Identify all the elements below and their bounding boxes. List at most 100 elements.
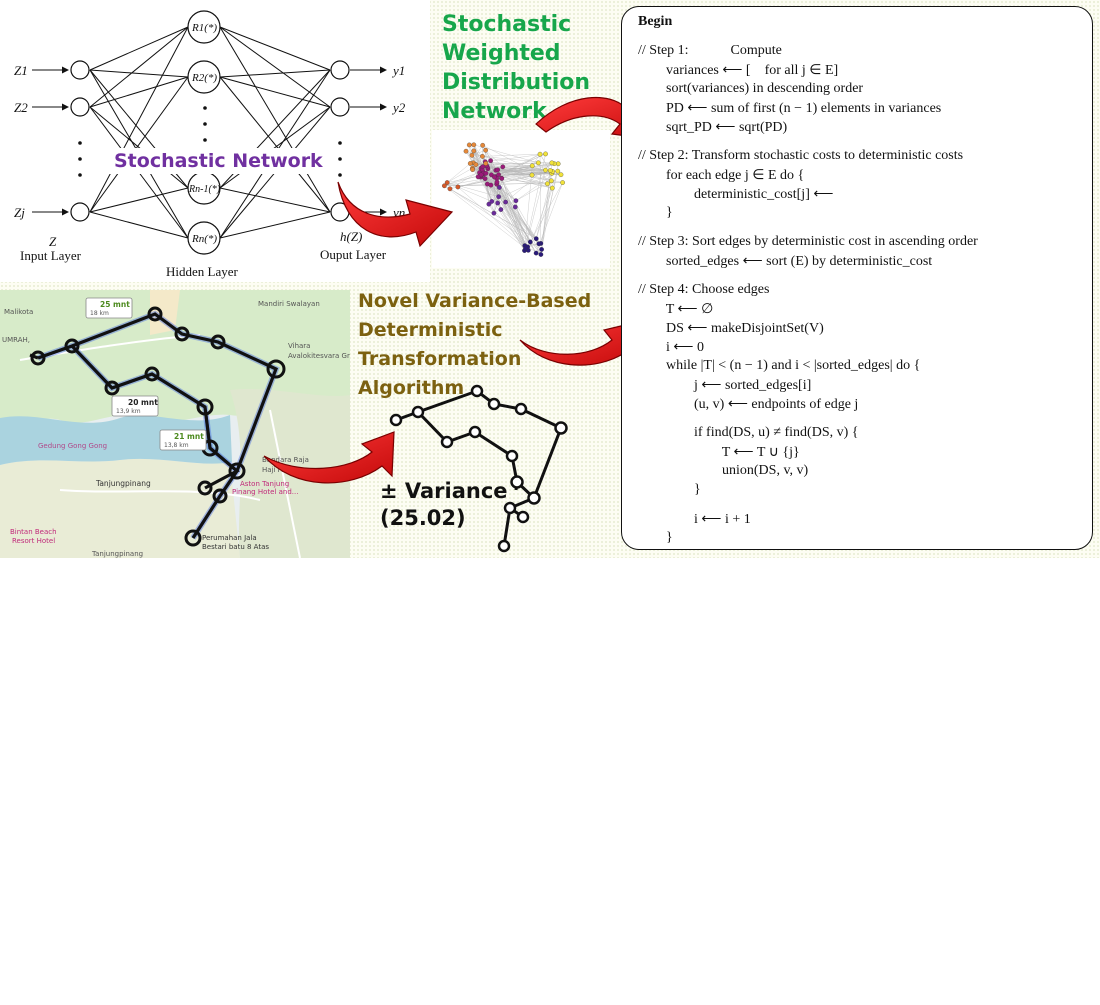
route-distance: 18 km [90,310,109,317]
output-node [330,97,350,117]
hidden-label: Rn-1(*) [188,184,221,195]
red-arrow-icon [337,181,454,248]
algorithm-line: T ⟵ ∅ [638,302,714,317]
graph-node [538,252,544,257]
route-time: 25 mnt [100,300,130,309]
stochastic-weighted-title: Stochastic Weighted Distribution Network [442,10,590,126]
title-line: Weighted [442,41,561,66]
input-label: Z2 [14,100,28,115]
title-line: Deterministic [358,319,503,341]
title-line: Transformation [358,348,522,370]
output-caption: h(Z) [340,229,362,244]
algorithm-line: union(DS, v, v) [638,463,809,478]
input-node [70,60,90,80]
graph-node [536,241,542,247]
weighted-network-graph [432,130,610,268]
map-label: UMRAH, [2,336,30,344]
graph-node [495,200,501,206]
graph-node [543,167,548,173]
graph-node [549,185,555,191]
graph-node [483,161,489,166]
red-arrow-icon [263,431,395,484]
route-time: 21 mnt [174,432,204,441]
title-line: Stochastic [442,12,572,37]
input-node [70,97,90,117]
algorithm-line: } [638,482,701,497]
input-node [70,202,90,222]
graph-node [496,194,502,200]
route-map-svg: 25 mnt 20 mnt 21 mnt 18 km 13,9 km 13,8 … [0,290,350,558]
algorithm-line: T ⟵ T ∪ {j} [638,445,800,460]
algorithm-line: if find(DS, u) ≠ find(DS, v) { [638,425,859,440]
graph-node [500,164,506,170]
graph-node [471,148,477,154]
algorithm-begin: Begin [638,14,673,29]
graph-node [447,186,453,192]
output-node [330,60,350,80]
map-label: Tanjungpinang [95,479,151,488]
graph-node [555,168,561,174]
map-label: Malikota [4,308,33,316]
graph-node [527,239,533,245]
graph-node [549,160,555,166]
stochastic-network-label: Stochastic Network [104,148,333,174]
graph-node [469,152,475,158]
route-distance: 13,9 km [116,408,141,415]
hidden-label: R2(*) [191,72,217,84]
graph-node [444,180,450,185]
map-label: Aston Tanjung [240,480,289,488]
graph-node [488,158,493,164]
title-line: Network [442,99,547,124]
algorithm-line: // Step 2: Transform stochastic costs to… [638,148,964,163]
graph-node [537,151,543,157]
algorithm-box: Begin // Step 1: Compute variances ⟵ [ f… [621,6,1093,550]
graph-node [533,236,539,242]
map-label: Bintan Beach [10,528,57,536]
graph-node [480,154,485,159]
graph-node [539,247,544,252]
input-label: Zj [14,205,25,220]
variance-line: ± Variance [380,479,508,503]
algorithm-line: // Step 3: Sort edges by deterministic c… [638,234,978,249]
graph-node [495,167,501,173]
hidden-label: Rn(*) [191,233,217,245]
title-line: Algorithm [358,377,465,399]
graph-node [470,167,475,172]
route-map-panel: 25 mnt 20 mnt 21 mnt 18 km 13,9 km 13,8 … [0,290,350,558]
graph-node [558,172,564,178]
algorithm-line: i ⟵ 0 [638,340,704,355]
figure-canvas: Z1 Z2 Zj R1(*) R2(*) Rn-1(*) Rn(*) y1 y2… [0,0,1100,558]
graph-node [486,201,492,207]
spanning-tree-graph [389,384,568,553]
algorithm-line: while |T| < (n − 1) and i < |sorted_edge… [638,358,921,373]
neural-network-panel: Z1 Z2 Zj R1(*) R2(*) Rn-1(*) Rn(*) y1 y2… [0,0,430,282]
graph-node [482,176,488,181]
graph-node [491,174,497,180]
graph-node [442,183,447,189]
graph-node [480,164,486,170]
graph-node [523,245,528,251]
map-label: Tanjungpinang [91,550,143,558]
graph-node [480,142,486,148]
graph-node [494,179,500,185]
algorithm-line: variances ⟵ [ for all j ∈ E] [638,63,839,78]
algorithm-line: } [638,205,673,220]
title-line: Distribution [442,70,591,95]
map-label: Bestari batu 8 Atas [202,543,269,551]
graph-node [463,148,469,154]
graph-node [503,199,508,205]
graph-node [533,250,539,256]
graph-node [496,172,501,178]
graph-node [513,198,519,204]
graph-node [483,147,488,153]
graph-node [488,182,494,188]
graph-node [473,162,479,167]
map-label: Mandiri Swalayan [258,300,320,308]
graph-node [547,168,553,173]
cluster-graph-svg [442,142,565,257]
algorithm-line: } [638,530,673,545]
graph-node [548,178,554,184]
hidden-label: R1(*) [191,22,217,34]
algorithm-line: (u, v) ⟵ endpoints of edge j [638,397,859,412]
hidden-node [187,221,221,255]
